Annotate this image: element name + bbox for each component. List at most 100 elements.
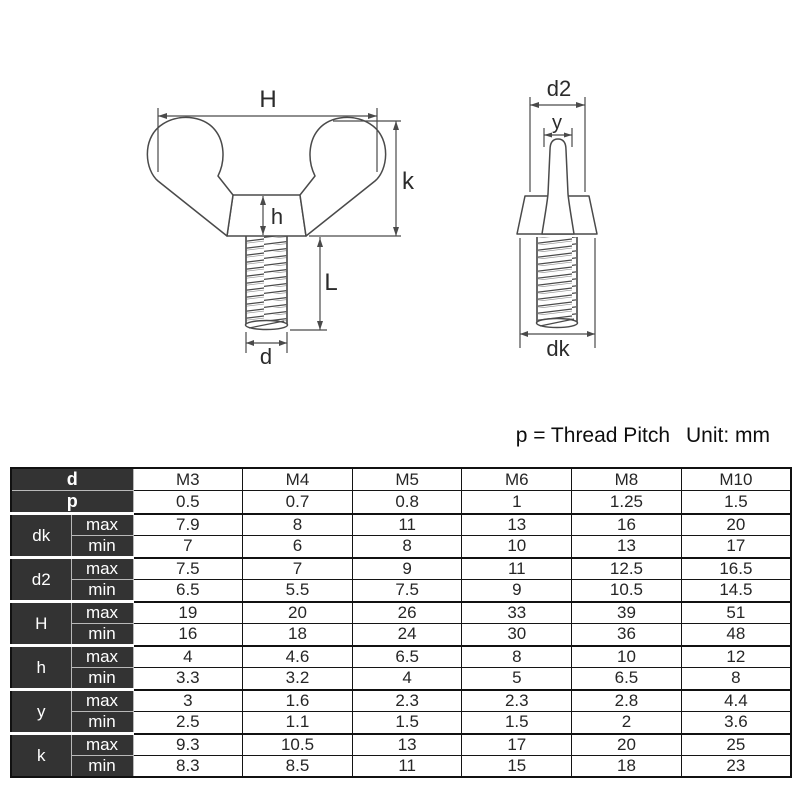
table-row-H-min: min 16 18 24 30 36 48 <box>11 623 792 646</box>
value-cell: 5 <box>461 667 573 690</box>
pitch-row-label: p <box>10 490 134 514</box>
value-cell: 7.5 <box>351 579 463 602</box>
value-cell: 23 <box>680 755 792 778</box>
table-row-h-max: h max 4 4.6 6.5 8 10 12 <box>10 644 792 690</box>
table-row-H-max: H max 19 20 26 33 39 51 <box>10 600 792 646</box>
param-label-dk: dk <box>10 512 72 558</box>
value-cell: 24 <box>351 623 463 646</box>
sub-label-min: min <box>70 711 134 734</box>
dim-H: H <box>157 86 378 172</box>
value-cell: 3.6 <box>680 711 792 734</box>
value-cell: 0.5 <box>132 490 244 514</box>
param-label-H: H <box>10 600 72 646</box>
value-cell: 1.5 <box>351 711 463 734</box>
table-row-k-max: k max 9.3 10.5 13 17 20 25 <box>10 732 792 778</box>
table-row-d2-max: d2 max 7.5 7 9 11 12.5 16.5 <box>10 556 792 602</box>
value-cell: 0.8 <box>351 490 463 514</box>
value-cell: 39 <box>571 600 682 624</box>
value-cell: 20 <box>680 512 792 536</box>
value-cell: 9 <box>461 579 573 602</box>
dim-label-k: k <box>402 168 415 195</box>
threaded-shank-side <box>535 237 579 329</box>
threaded-shank <box>244 236 289 331</box>
value-cell: 1.5 <box>461 711 573 734</box>
value-cell: 10 <box>461 535 573 558</box>
value-cell: 6.5 <box>351 644 463 668</box>
value-cell: M3 <box>132 467 244 491</box>
value-cell: 18 <box>571 755 682 778</box>
value-cell: 26 <box>351 600 463 624</box>
wing-screw-side-view: d2 y dk <box>516 76 598 361</box>
value-cell: 1.25 <box>571 490 682 514</box>
value-cell: 9 <box>351 556 463 580</box>
value-cell: 9.3 <box>132 732 244 756</box>
sub-label-max: max <box>70 556 134 580</box>
value-cell: 19 <box>132 600 244 624</box>
value-cell: 2.3 <box>351 688 463 712</box>
dim-label-y: y <box>552 112 562 134</box>
value-cell: 17 <box>461 732 573 756</box>
table-row-p: p 0.5 0.7 0.8 1 1.25 1.5 <box>10 490 792 514</box>
table-row-d: d M3 M4 M5 M6 M8 M10 <box>10 467 792 491</box>
table-row-d2-min: min 6.5 5.5 7.5 9 10.5 14.5 <box>11 579 792 602</box>
sub-label-min: min <box>70 579 134 602</box>
value-cell: 11 <box>461 556 573 580</box>
value-cell: 10 <box>571 644 682 668</box>
value-cell: 15 <box>461 755 573 778</box>
sub-label-max: max <box>70 732 134 756</box>
value-cell: 30 <box>461 623 573 646</box>
wing-screw-front-view: H k h <box>146 86 415 369</box>
param-label-h: h <box>10 644 72 690</box>
value-cell: 8 <box>242 512 353 536</box>
value-cell: 3.2 <box>242 667 353 690</box>
value-cell: 12 <box>680 644 792 668</box>
value-cell: 10.5 <box>571 579 682 602</box>
left-wing <box>146 116 234 237</box>
value-cell: 2.3 <box>461 688 573 712</box>
value-cell: 8.3 <box>132 755 244 778</box>
value-cell: 5.5 <box>242 579 353 602</box>
value-cell: 7 <box>242 556 353 580</box>
sub-label-max: max <box>70 688 134 712</box>
table-row-h-min: min 3.3 3.2 4 5 6.5 8 <box>11 667 792 690</box>
dim-k: k <box>309 120 415 237</box>
value-cell: 4 <box>132 644 244 668</box>
value-cell: 12.5 <box>571 556 682 580</box>
dim-label-d: d <box>260 344 272 369</box>
sub-label-min: min <box>70 535 134 558</box>
sub-label-min: min <box>70 755 134 778</box>
value-cell: 16 <box>571 512 682 536</box>
table-row-k-min: min 8.3 8.5 11 15 18 23 <box>11 755 792 778</box>
value-cell: M10 <box>680 467 792 491</box>
value-cell: 14.5 <box>680 579 792 602</box>
dim-d: d <box>245 332 288 369</box>
dim-L: L <box>290 237 338 331</box>
value-cell: 6.5 <box>571 667 682 690</box>
value-cell: 16.5 <box>680 556 792 580</box>
sub-label-max: max <box>70 512 134 536</box>
value-cell: 25 <box>680 732 792 756</box>
sub-label-min: min <box>70 623 134 646</box>
value-cell: 1.5 <box>680 490 792 514</box>
value-cell: 16 <box>132 623 244 646</box>
sub-label-max: max <box>70 644 134 668</box>
size-row-label: d <box>10 467 134 491</box>
param-label-k: k <box>10 732 72 778</box>
value-cell: 7.9 <box>132 512 244 536</box>
sub-label-max: max <box>70 600 134 624</box>
value-cell: 1.1 <box>242 711 353 734</box>
value-cell: M5 <box>351 467 463 491</box>
value-cell: 17 <box>680 535 792 558</box>
unit-label: Unit: mm <box>686 424 770 447</box>
value-cell: 3 <box>132 688 244 712</box>
value-cell: 48 <box>680 623 792 646</box>
dim-h: h <box>260 196 283 235</box>
dim-label-h: h <box>271 204 283 229</box>
technical-drawing: H k h <box>146 76 598 369</box>
value-cell: 8 <box>351 535 463 558</box>
value-cell: 20 <box>571 732 682 756</box>
dim-d2: d2 <box>529 76 586 192</box>
value-cell: 13 <box>461 512 573 536</box>
value-cell: 4.6 <box>242 644 353 668</box>
value-cell: 3.3 <box>132 667 244 690</box>
